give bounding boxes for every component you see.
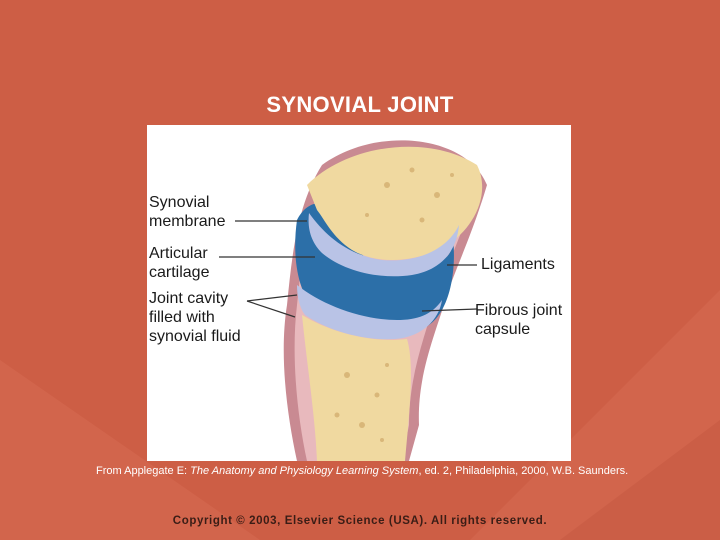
joint-illustration — [219, 140, 487, 461]
slide-title: SYNOVIAL JOINT — [266, 92, 454, 117]
joint-cavity-label: Joint cavity filled with synovial fluid — [149, 290, 241, 345]
credit-book-title: The Anatomy and Physiology Learning Syst… — [190, 465, 419, 477]
articular-cartilage-label: Articular cartilage — [149, 245, 210, 281]
lower-cartilage — [297, 285, 442, 340]
credit-suffix: , ed. 2, Philadelphia, 2000, W.B. Saunde… — [418, 465, 629, 477]
fibrous-capsule-label: Fibrous joint capsule — [475, 302, 563, 338]
credit-prefix: From Applegate E: — [96, 465, 191, 477]
source-credit: From Applegate E: The Anatomy and Physio… — [96, 463, 656, 479]
synovial-membrane-label: Synovial membrane — [149, 194, 226, 230]
lower-bone — [302, 315, 411, 461]
copyright-notice: Copyright © 2003, Elsevier Science (USA)… — [172, 515, 548, 527]
leader-lines — [219, 220, 478, 318]
synovial-joint-figure: Synovial membrane Articular cartilage Jo… — [147, 125, 571, 461]
bone-texture — [334, 167, 454, 442]
upper-cartilage — [308, 213, 459, 277]
ligaments-label: Ligaments — [481, 256, 555, 273]
upper-bone — [307, 146, 483, 261]
